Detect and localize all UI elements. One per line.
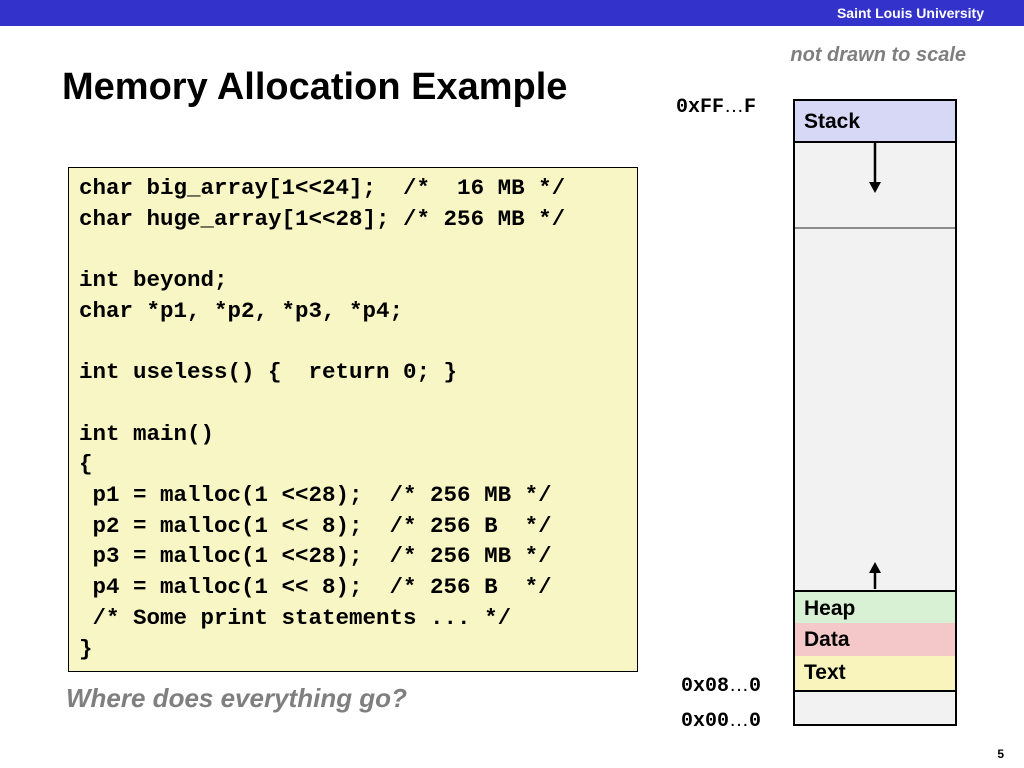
slide-title: Memory Allocation Example xyxy=(62,66,568,108)
address-ellipsis: … xyxy=(724,95,745,117)
code-line: char huge_array[1<<28]; /* 256 MB */ xyxy=(79,205,566,232)
code-line: } xyxy=(79,635,93,662)
address-suffix: 0 xyxy=(749,710,762,733)
scale-note: not drawn to scale xyxy=(790,44,966,66)
code-line: int beyond; xyxy=(79,267,228,294)
code-box xyxy=(68,167,638,672)
address-prefix: 0x08 xyxy=(681,675,730,698)
code-line: p4 = malloc(1 << 8); /* 256 B */ xyxy=(79,574,552,601)
code-line: p1 = malloc(1 <<28); /* 256 MB */ xyxy=(79,482,552,509)
address-ellipsis: … xyxy=(729,674,750,696)
stack-limit-line xyxy=(795,227,955,229)
page-number: 5 xyxy=(997,747,1004,761)
university-name: Saint Louis University xyxy=(836,5,984,21)
heap-segment: Heap xyxy=(795,590,955,625)
code-line: { xyxy=(79,451,93,478)
question-text: Where does everything go? xyxy=(66,683,407,713)
code-line: char big_array[1<<24]; /* 16 MB */ xyxy=(79,175,566,201)
address-bottom: 0x00…0 xyxy=(681,709,761,733)
heap-up-arrow xyxy=(869,562,881,589)
address-prefix: 0x00 xyxy=(681,710,730,733)
code-line: int useless() { return 0; } xyxy=(79,359,458,386)
address-text-start: 0x08…0 xyxy=(681,674,761,698)
address-suffix: 0 xyxy=(749,675,762,698)
memory-layout-diagram: Stack Heap Data Text xyxy=(793,99,957,726)
code-line: p3 = malloc(1 <<28); /* 256 MB */ xyxy=(79,543,552,570)
code-line: p2 = malloc(1 << 8); /* 256 B */ xyxy=(79,512,552,539)
code-line: int main() xyxy=(79,420,215,447)
address-prefix: 0xFF xyxy=(676,96,725,119)
stack-segment: Stack xyxy=(795,101,955,143)
stack-down-arrow xyxy=(869,143,881,193)
code-line: /* Some print statements ... */ xyxy=(79,604,512,631)
address-top: 0xFF…F xyxy=(676,95,756,119)
header-bar: Saint Louis University xyxy=(0,0,1024,26)
address-ellipsis: … xyxy=(729,709,750,731)
text-segment: Text xyxy=(795,656,955,692)
code-listing: char big_array[1<<24]; /* 16 MB */ char h… xyxy=(79,173,565,664)
address-suffix: F xyxy=(744,96,757,119)
code-line: char *p1, *p2, *p3, *p4; xyxy=(79,297,404,324)
